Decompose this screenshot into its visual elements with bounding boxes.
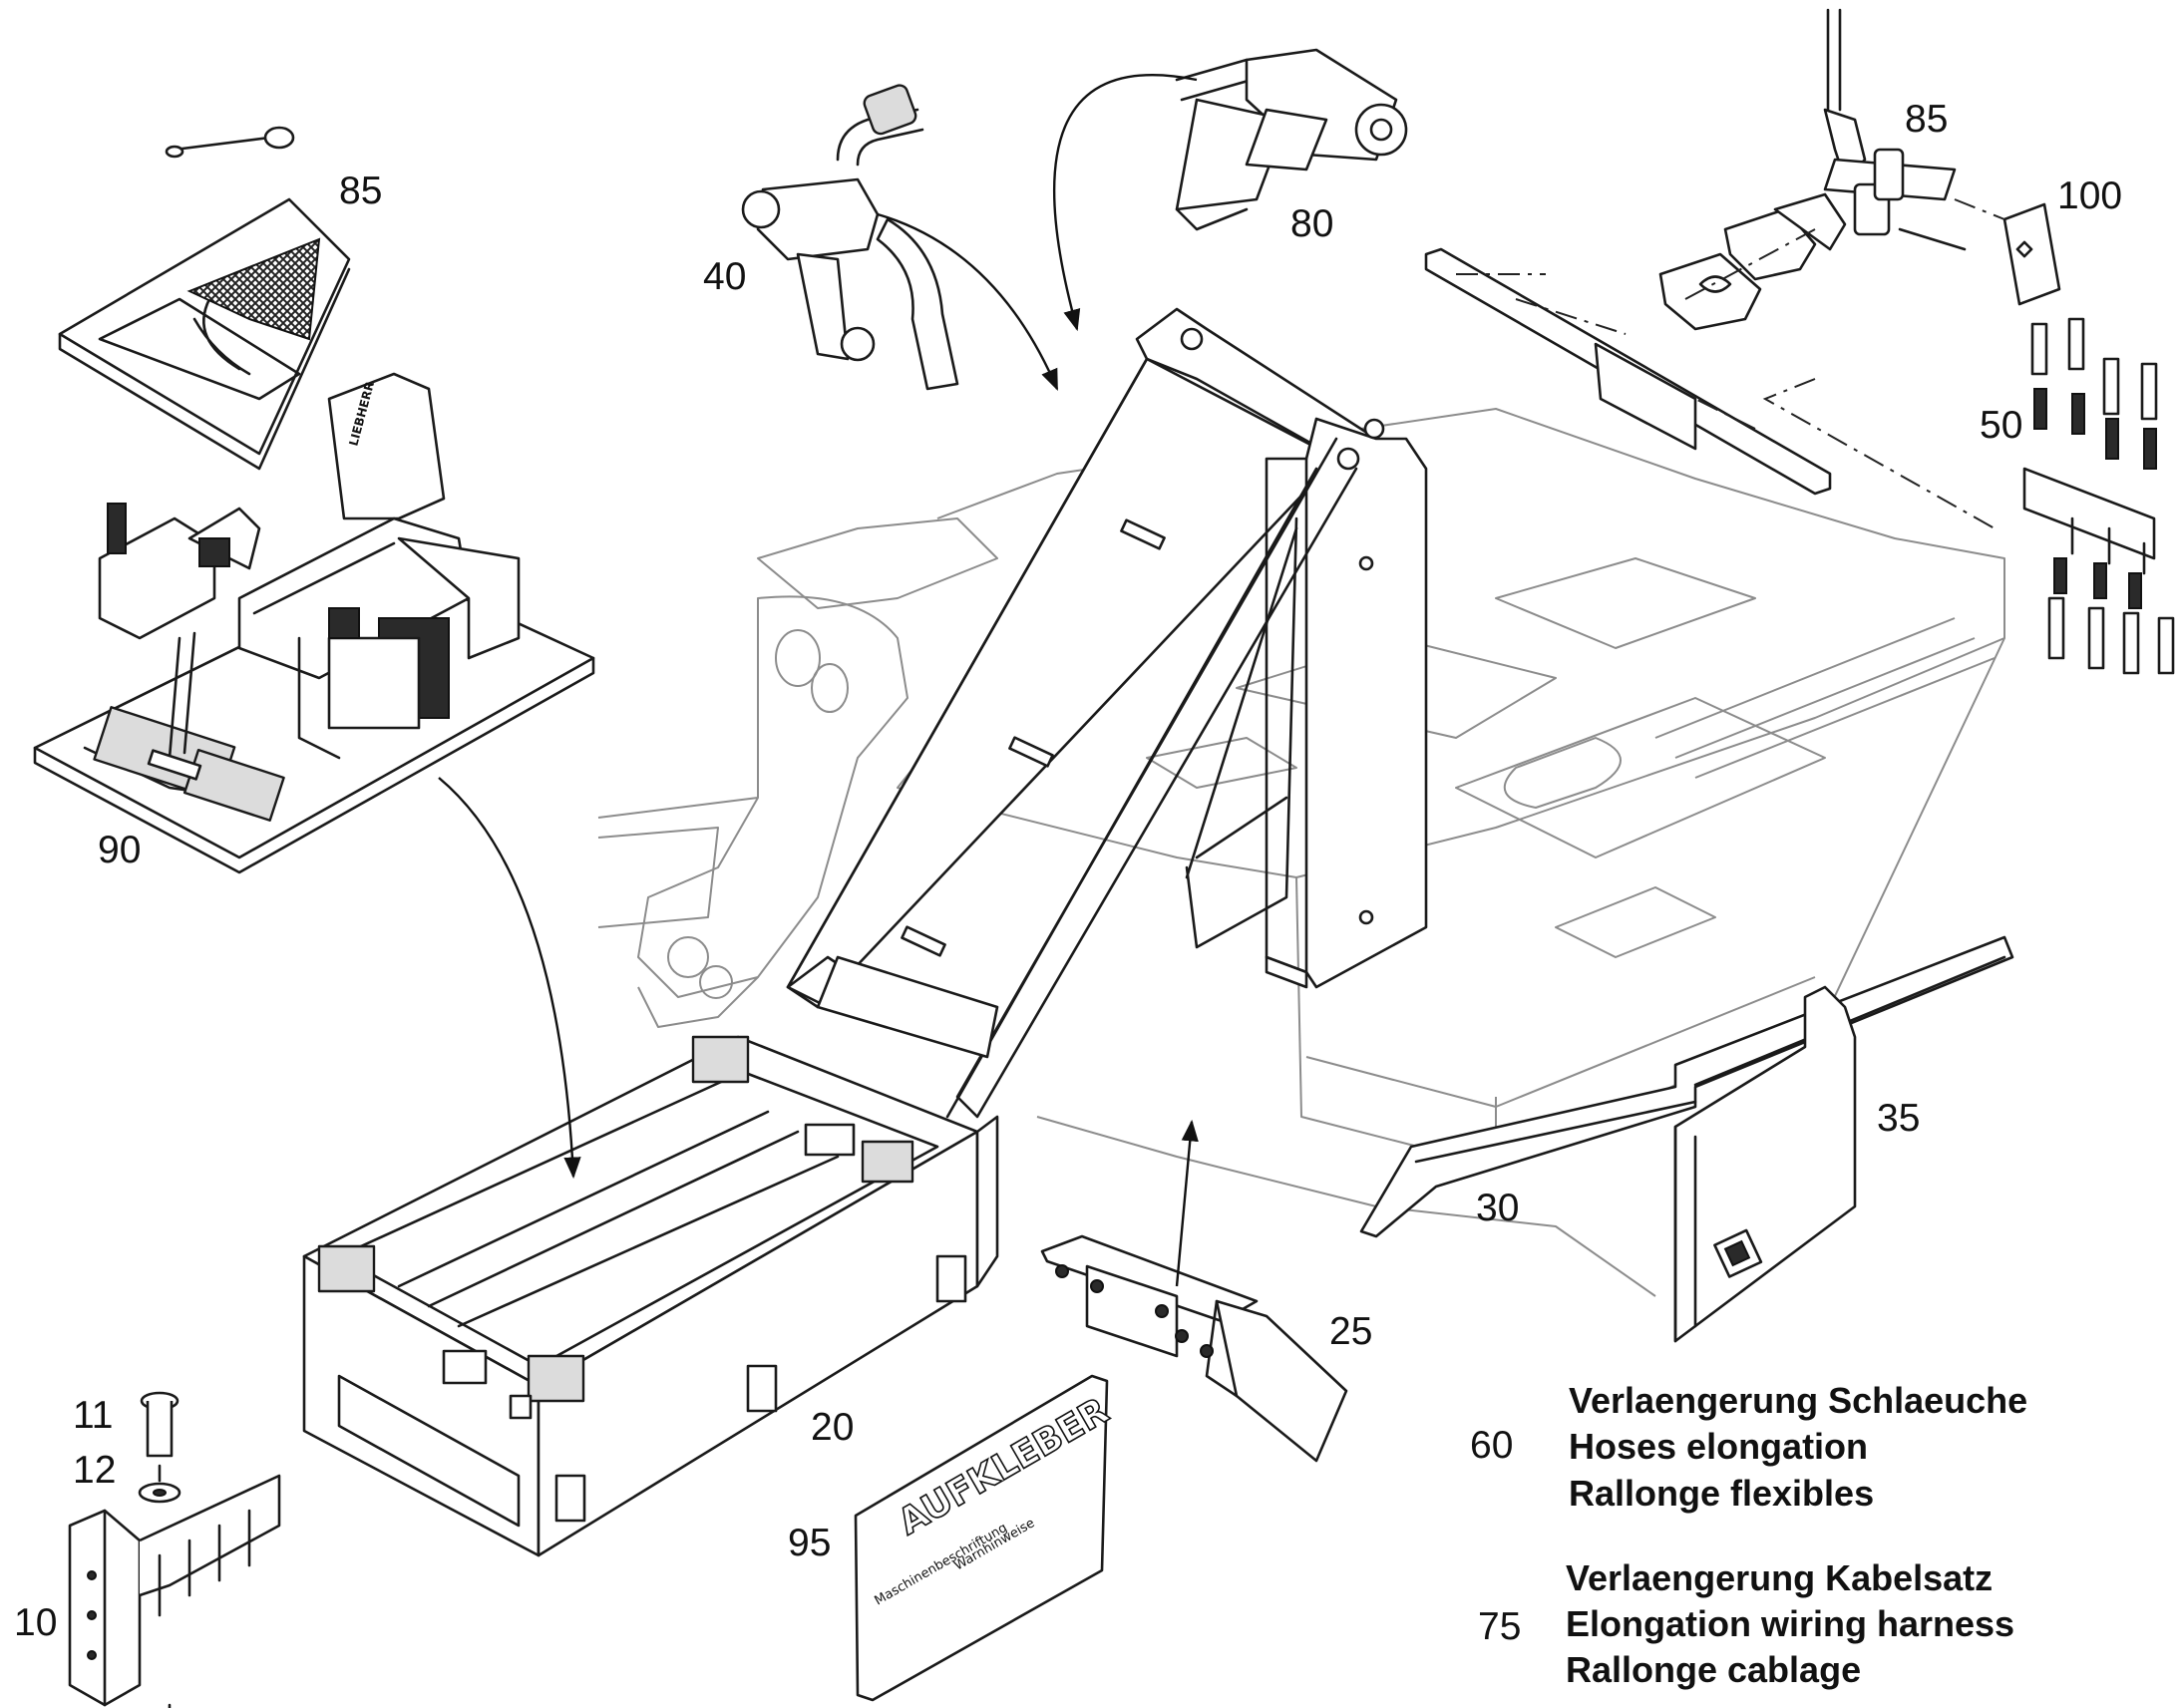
callout-50-fittings: 50: [1980, 404, 2023, 447]
valve-block: [1175, 48, 1408, 231]
hose-clamp-assembly: [1658, 8, 1967, 331]
legend-60-line-de: Verlaengerung Schlaeuche: [1569, 1380, 2028, 1421]
callout-11-bolt: 11: [73, 1394, 114, 1437]
legend-75-line-de: Verlaengerung Kabelsatz: [1566, 1557, 1994, 1598]
legend-60-line-fr: Rallonge flexibles: [1569, 1473, 1875, 1514]
hose-tee-fitting: [741, 84, 959, 391]
callout-90-platform: 90: [98, 829, 142, 871]
mounting-bracket: [1040, 1234, 1348, 1463]
legend-number-75: 75: [1478, 1605, 1522, 1648]
callout-20-base: 20: [811, 1406, 855, 1449]
cab-riser-tower: [786, 307, 1428, 1119]
callout-80-valve: 80: [1290, 202, 1334, 245]
callout-12-washer: 12: [73, 1449, 117, 1492]
callout-35-cover: 35: [1877, 1097, 1921, 1140]
seat-brand-label: LIEBHERR: [346, 380, 377, 448]
mounting-rail: [1424, 228, 1996, 529]
callout-40-fitting: 40: [703, 255, 747, 298]
callout-95-decals: 95: [788, 1522, 832, 1564]
callout-25-bracket: 25: [1329, 1310, 1373, 1353]
callout-85-floor: 85: [339, 170, 383, 212]
small-bracket-set: [68, 1391, 281, 1707]
base-box-frame: [302, 955, 999, 1557]
legend-60-line-en: Hoses elongation: [1569, 1426, 1869, 1467]
side-cover-panel: [1673, 985, 1857, 1343]
legend-number-60: 60: [1470, 1424, 1514, 1467]
legend-75-line-en: Elongation wiring harness: [1566, 1603, 2015, 1644]
callout-100-sticker: 100: [2057, 174, 2123, 217]
operator-platform-seat: [33, 372, 595, 874]
side-rail: [1359, 935, 2014, 1238]
callout-10-small-bracket: 10: [14, 1601, 58, 1644]
callout-85-clamp: 85: [1905, 98, 1949, 141]
hose-fittings-set: [1954, 198, 2175, 675]
floor-plate: [58, 126, 351, 471]
callout-30-rail: 30: [1476, 1187, 1520, 1229]
legend-75-line-fr: Rallonge cablage: [1566, 1649, 1862, 1690]
